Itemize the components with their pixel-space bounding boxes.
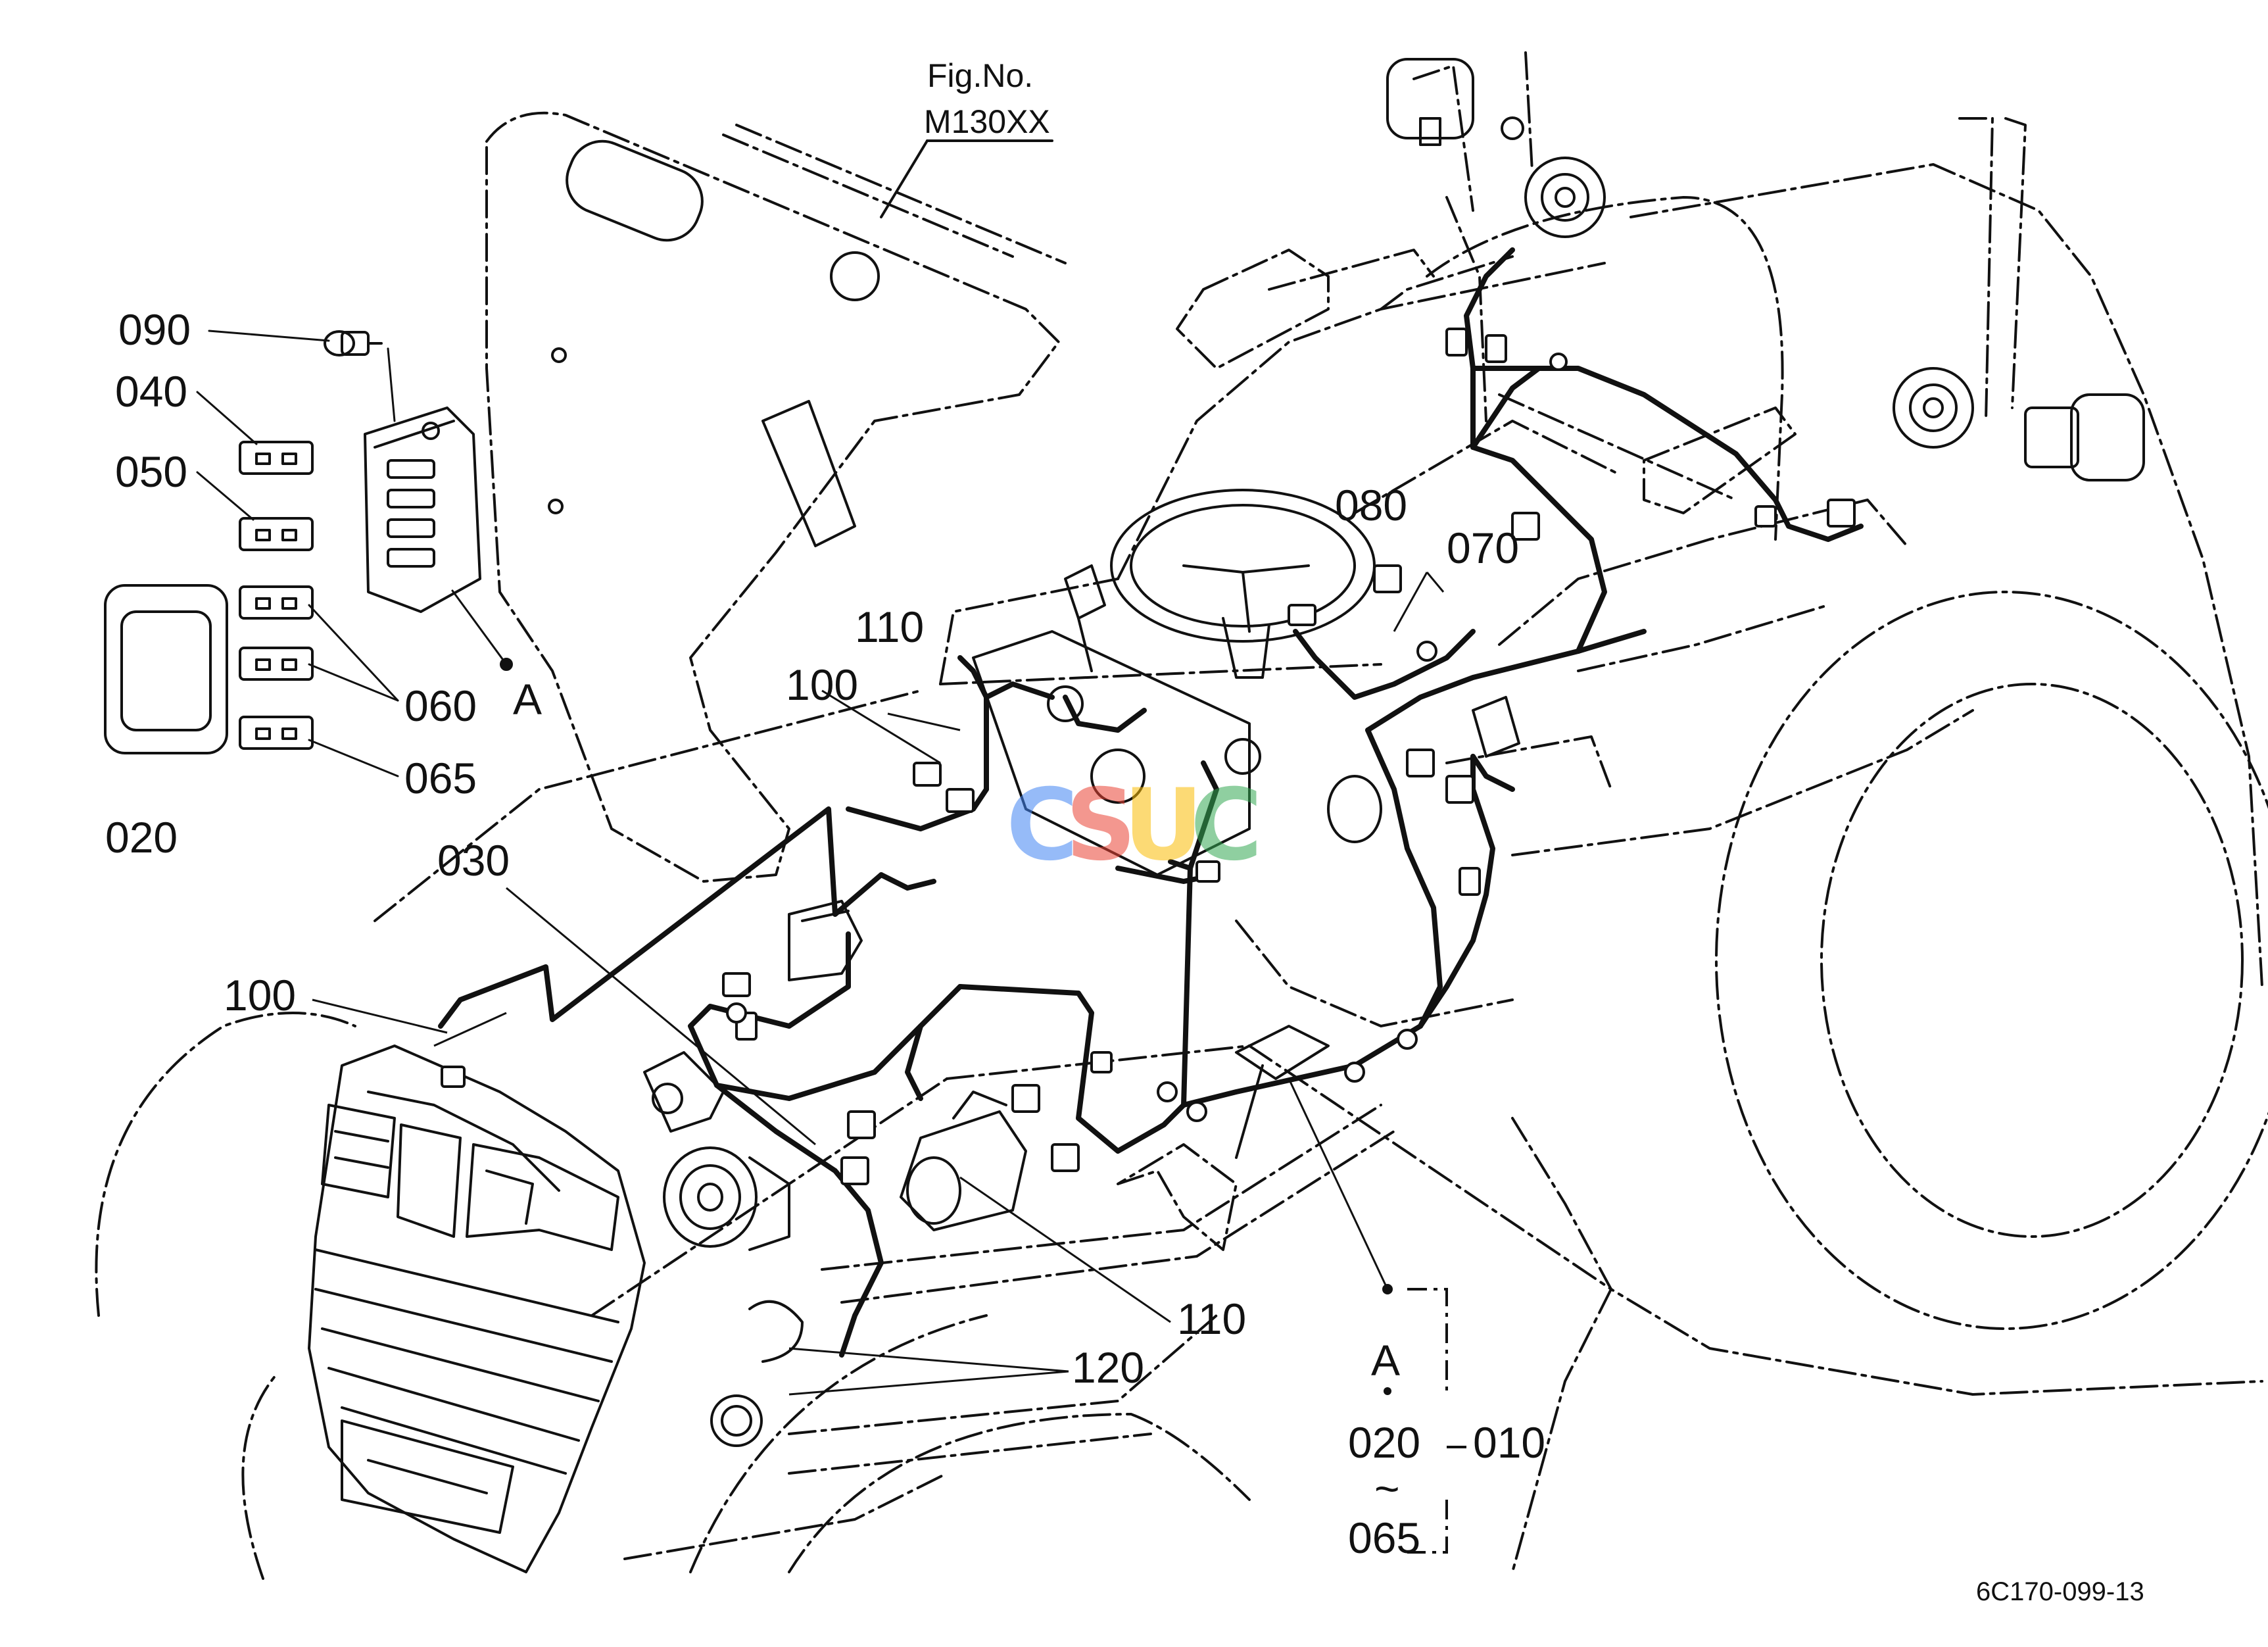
lower-leaders [312, 572, 1445, 1396]
fuse-box-cover-020 [104, 584, 228, 754]
callout-range-tilde: ~ [1374, 1464, 1400, 1513]
head-lamp-left [321, 1104, 396, 1198]
fuse-065 [239, 716, 314, 750]
starter-motor [900, 1091, 1027, 1231]
hood-cutouts [548, 139, 880, 547]
point-a2-dot [1382, 1284, 1393, 1294]
callout-040: 040 [115, 367, 188, 416]
callout-065-range-end: 065 [1348, 1513, 1421, 1562]
flasher-right [1893, 367, 1974, 449]
front-grille [308, 1045, 646, 1573]
harness-clips [726, 353, 1568, 1122]
callout-020: 020 [105, 813, 178, 862]
fuse-040 [239, 441, 314, 475]
battery-cable [1472, 696, 1520, 758]
horn [1327, 775, 1382, 843]
seat-and-fender [1176, 196, 1974, 1027]
instrument-cluster [972, 564, 1261, 876]
fuse-060-a [239, 585, 314, 620]
rear-lamp-left [1386, 58, 1524, 146]
head-lamp-right [466, 1143, 619, 1251]
fuse-050 [239, 517, 314, 551]
radiator-hose [748, 1300, 804, 1363]
assembly-bracket [1407, 1288, 1448, 1554]
upper-left-leaders [196, 330, 508, 777]
callout-a-lower: A [1371, 1336, 1401, 1385]
callout-020-range-start: 020 [1348, 1418, 1421, 1467]
drawing-code: 6C170-099-13 [1976, 1577, 2144, 1606]
callout-110-bottom: 110 [1177, 1294, 1247, 1343]
callout-120: 120 [1072, 1343, 1145, 1392]
separator-dot [1384, 1387, 1391, 1395]
point-a-dot [500, 658, 513, 671]
callout-030: 030 [437, 836, 510, 885]
callout-050: 050 [115, 447, 188, 496]
callout-070: 070 [1447, 524, 1520, 572]
steering-wheel [1110, 489, 1376, 679]
rear-wheel [1715, 591, 2268, 1330]
rear-lamp-right [2024, 393, 2145, 481]
front-wheels [95, 1012, 1251, 1580]
fuse-060-b [239, 647, 314, 681]
flasher-left [1524, 157, 1606, 238]
callout-110-top: 110 [855, 602, 925, 651]
front-axle-link [623, 1314, 1218, 1560]
fuse-box-part [364, 406, 481, 613]
watermark-letter: C [1190, 768, 1263, 883]
callout-100-center: 100 [786, 660, 859, 709]
callout-100-left: 100 [224, 971, 297, 1020]
watermark-letter: C [1006, 768, 1079, 883]
fig-no-label: Fig.No. [927, 57, 1034, 94]
hood-panel [485, 111, 1067, 883]
fig-no-leader [880, 139, 1053, 218]
watermark-logo: CSUC [1006, 776, 1263, 875]
drive-shaft [821, 1104, 1395, 1304]
brake-pedal [1235, 1025, 1330, 1159]
air-cleaner-bulb [710, 1394, 763, 1447]
front-bumper [341, 1419, 514, 1534]
watermark-letter: S [1065, 768, 1137, 883]
head-lamp-center [397, 1123, 462, 1238]
fig-no-value: M130XX [924, 103, 1050, 140]
callout-060: 060 [404, 681, 477, 730]
glow-relay [643, 1051, 725, 1133]
key-switch-part [324, 330, 383, 356]
rops-frame [1412, 51, 2027, 422]
callout-010: 010 [1473, 1418, 1546, 1467]
callout-a-upper: A [513, 675, 543, 724]
tractor-body-outline [374, 163, 2263, 1573]
callout-065: 065 [404, 754, 477, 802]
callout-080: 080 [1335, 481, 1408, 529]
callout-090: 090 [118, 305, 191, 354]
alternator [663, 1146, 790, 1251]
watermark-letter: U [1123, 768, 1203, 883]
